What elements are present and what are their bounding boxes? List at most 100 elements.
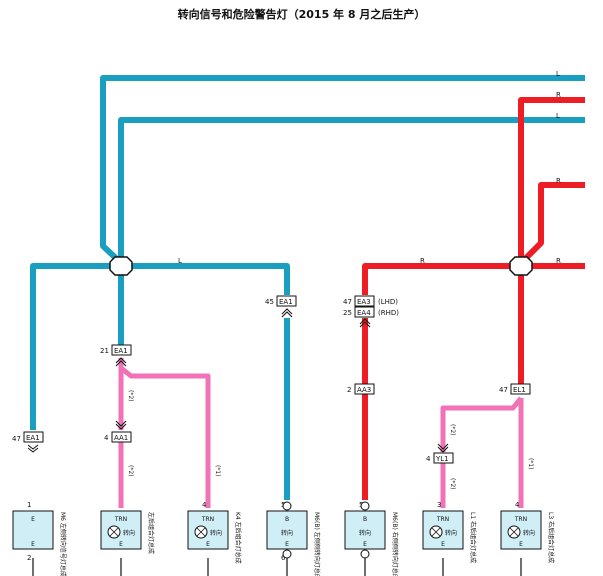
component-function: 转向: [445, 529, 457, 537]
terminal-bottom: E: [519, 541, 523, 548]
terminal-top: TRN: [514, 516, 527, 523]
component-m6b: 5BE转向6M6(B) 左侧侧转向灯总成: [266, 501, 321, 576]
component-body: [12, 510, 54, 550]
component-body: [266, 510, 308, 550]
pin-top: 1: [27, 501, 31, 509]
connector-el1: 47 EL1: [499, 383, 531, 395]
svg-text:4: 4: [426, 455, 431, 463]
diagram-title: 转向信号和危险警告灯（2015 年 8 月之后生产）: [177, 8, 426, 21]
terminal-top: E: [31, 516, 35, 523]
terminal-top: TRN: [201, 516, 214, 523]
pin-circle-bottom: [360, 549, 370, 559]
connector-ea1-left: 47 EA1: [12, 431, 44, 453]
wire-label-r3: R: [420, 257, 425, 265]
red-wire-branch: [518, 182, 585, 266]
svg-text:(RHD): (RHD): [378, 309, 399, 317]
blue-wire-second-L: [118, 117, 585, 263]
wire-label-w2d: (*2): [449, 478, 456, 490]
component-l3a: TRN E转向 左后组合灯总成: [100, 510, 155, 576]
terminal-top: B: [285, 516, 289, 523]
connector-yl1: 4 YL1: [426, 443, 454, 464]
svg-text:EA3: EA3: [357, 298, 371, 306]
component-body: [344, 510, 386, 550]
bulb-filament: [509, 527, 519, 537]
svg-text:47: 47: [499, 386, 508, 394]
wire-label-l2: L: [556, 112, 560, 120]
pin-circle-bottom: [282, 549, 292, 559]
svg-text:47: 47: [343, 298, 352, 306]
svg-text:(LHD): (LHD): [378, 298, 398, 306]
svg-text:4: 4: [104, 434, 109, 442]
wire-label-r4: R: [556, 257, 561, 265]
svg-text:EL1: EL1: [513, 386, 526, 394]
wire-label-w1b: (*1): [527, 458, 534, 470]
component-body: [500, 510, 542, 550]
wire-label-w2a: (*2): [127, 390, 134, 402]
wire-label-w2c: (*2): [449, 424, 456, 436]
svg-text:45: 45: [265, 298, 274, 306]
blue-wires: [30, 75, 585, 500]
svg-text:25: 25: [343, 309, 352, 317]
terminal-top: B: [363, 516, 367, 523]
bulb-filament: [196, 527, 206, 537]
junction-left: [109, 256, 133, 276]
component-caption: K4 左后组合灯总成: [234, 512, 242, 564]
svg-text:21: 21: [100, 347, 109, 355]
pin-top: 4: [202, 501, 207, 509]
svg-text:EA1: EA1: [26, 434, 40, 442]
connector-ea1-mid: 45 EA1: [265, 295, 297, 318]
pin-bottom: 2: [27, 554, 31, 562]
wire-label-w2b: (*2): [127, 465, 134, 477]
connector-ea1-upper: 21 EA1: [100, 344, 132, 367]
wire-label-r2: R: [556, 177, 561, 185]
component-function: 转向: [359, 529, 371, 537]
pin-top: 4: [515, 501, 520, 509]
svg-text:AA3: AA3: [357, 386, 371, 394]
wire-label-l3: L: [178, 257, 182, 265]
component-m6c: 5BE转向M6(B) 右侧侧转向灯总成: [344, 501, 399, 576]
component-function: 转向: [281, 529, 293, 537]
wire-label-w1a: (*1): [214, 465, 221, 477]
connector-aa3: 2 AA3: [347, 383, 375, 395]
component-function: 转向: [523, 529, 535, 537]
svg-text:EA1: EA1: [114, 347, 128, 355]
blue-wire-top-L: [100, 75, 585, 266]
svg-text:EA4: EA4: [357, 309, 371, 317]
component-caption: 左后组合灯总成: [147, 512, 155, 554]
component-body: [187, 510, 229, 550]
connector-ea3-ea4: 47 EA3 (LHD) 25 EA4 (RHD): [343, 295, 399, 328]
svg-text:YL1: YL1: [435, 455, 449, 463]
blue-wire-horizontal: [30, 263, 290, 430]
connector-aa1: 4 AA1: [104, 420, 132, 443]
red-wire-horizontal: [362, 263, 585, 295]
pin-circle: [282, 501, 292, 511]
bulb-filament: [431, 527, 441, 537]
svg-text:AA1: AA1: [114, 434, 128, 442]
pink-wire-yl1-branch: [440, 396, 523, 452]
component-body: [422, 510, 464, 550]
component-function: 转向: [210, 529, 222, 537]
terminal-top: TRN: [436, 516, 449, 523]
component-caption: M6 左侧转向信号灯总成: [59, 512, 67, 576]
component-function: 转向: [123, 529, 135, 537]
pin-top: 3: [437, 501, 441, 509]
wire-label-r1: R: [556, 91, 561, 99]
pin-circle: [360, 501, 370, 511]
terminal-bottom: E: [119, 541, 123, 548]
component-caption: L1 右后组合灯总成: [469, 512, 477, 563]
terminal-bottom: E: [441, 541, 445, 548]
pin-bottom: 6: [281, 554, 286, 562]
terminal-bottom: E: [363, 541, 367, 548]
terminal-bottom: E: [285, 541, 289, 548]
pink-wires: [118, 358, 524, 508]
wire-label-l1: L: [556, 70, 560, 78]
terminal-top: TRN: [114, 516, 127, 523]
pink-wire-k4: [119, 366, 211, 508]
svg-text:EA1: EA1: [279, 298, 293, 306]
